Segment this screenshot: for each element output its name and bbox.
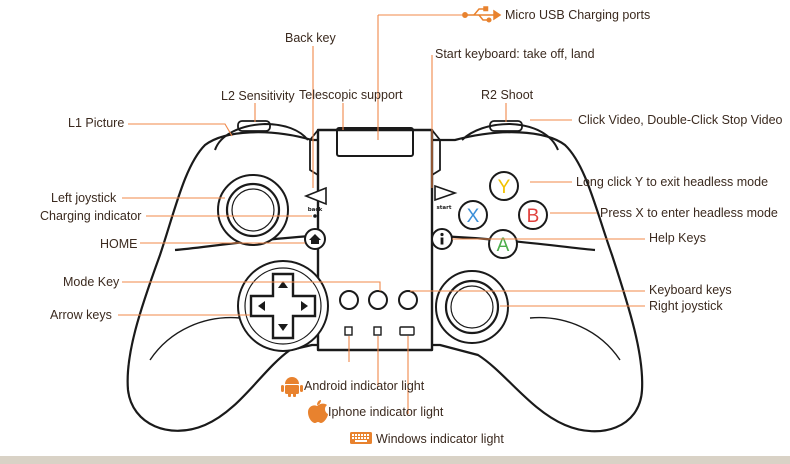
button-b[interactable]: B [518, 200, 548, 230]
label-right-joystick: Right joystick [649, 299, 723, 313]
label-l2-sensitivity: L2 Sensitivity [221, 89, 295, 103]
label-micro-usb: Micro USB Charging ports [505, 8, 651, 22]
android-icon [281, 377, 303, 397]
home-icon [309, 234, 321, 244]
help-button[interactable] [431, 228, 453, 250]
button-y[interactable]: Y [489, 171, 519, 201]
keyboard-key-middle[interactable] [368, 290, 388, 310]
home-button[interactable] [304, 228, 326, 250]
label-r2-shoot: R2 Shoot [481, 88, 534, 102]
usb-icon [462, 6, 502, 23]
windows-indicator-light [399, 326, 415, 336]
right-joystick[interactable] [435, 270, 509, 344]
label-home: HOME [100, 237, 138, 251]
back-key-label: back [308, 207, 323, 213]
svg-text:Y: Y [498, 177, 511, 198]
label-left-joystick: Left joystick [51, 191, 117, 205]
bottom-strip [0, 456, 790, 464]
label-long-click-y: Long click Y to exit headless mode [576, 175, 769, 189]
mode-key[interactable] [339, 290, 359, 310]
keyboard-keys[interactable] [339, 290, 418, 310]
svg-text:B: B [527, 206, 540, 227]
svg-text:X: X [467, 206, 480, 227]
button-x[interactable]: X [458, 200, 488, 230]
apple-icon [308, 400, 328, 423]
label-start-keyboard: Start keyboard: take off, land [435, 47, 595, 61]
back-key[interactable] [303, 186, 327, 206]
label-help-keys: Help Keys [649, 231, 706, 245]
label-keyboard-keys: Keyboard keys [649, 283, 732, 297]
start-key-label: start [437, 205, 452, 211]
label-telescopic-support: Telescopic support [299, 88, 403, 102]
charging-indicator [313, 214, 317, 218]
label-press-x: Press X to enter headless mode [600, 206, 778, 220]
label-android-indicator: Android indicator light [304, 379, 425, 393]
label-back-key: Back key [285, 31, 336, 45]
dpad-left-icon [258, 301, 265, 311]
left-joystick[interactable] [217, 174, 289, 246]
label-l1-picture: L1 Picture [68, 116, 125, 130]
dpad-right-icon [301, 301, 308, 311]
label-click-video: Click Video, Double-Click Stop Video [578, 113, 783, 127]
svg-text:A: A [497, 235, 510, 256]
keyboard-icon [350, 432, 372, 444]
dpad-down-icon [278, 324, 288, 331]
button-a[interactable]: A [488, 229, 518, 259]
label-mode-key: Mode Key [63, 275, 120, 289]
iphone-indicator-light [373, 326, 382, 336]
start-key[interactable] [434, 184, 458, 202]
label-charging-indicator: Charging indicator [40, 209, 142, 223]
label-arrow-keys: Arrow keys [50, 308, 112, 322]
leader-lines [118, 14, 645, 414]
android-indicator-light [344, 326, 353, 336]
arrow-keys-dpad[interactable] [237, 260, 329, 352]
label-iphone-indicator: Iphone indicator light [328, 405, 444, 419]
dpad-up-icon [278, 281, 288, 288]
label-windows-indicator: Windows indicator light [376, 432, 504, 446]
keyboard-key-right[interactable] [398, 290, 418, 310]
info-icon [440, 232, 444, 245]
